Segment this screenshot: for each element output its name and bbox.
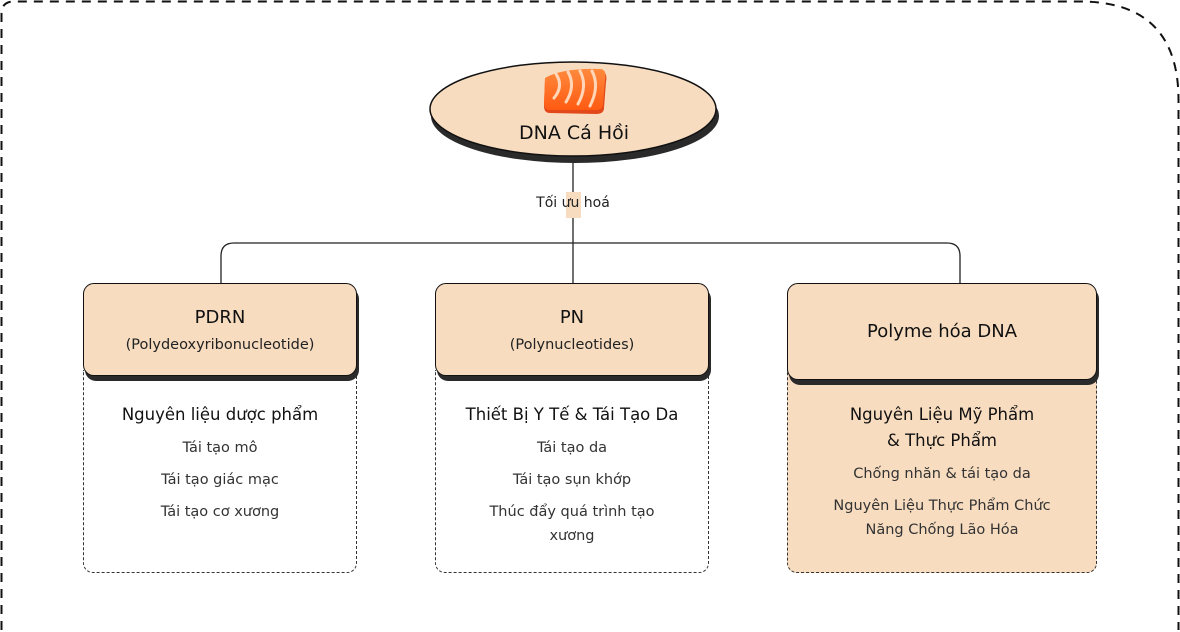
- branch-title: Polyme hóa DNA: [866, 321, 1018, 342]
- branch-item: Tái tạo da: [536, 440, 608, 456]
- branch-pn-body: Thiết Bị Y Tế & Tái Tạo Da Tái tạo da Tá…: [435, 370, 709, 573]
- branch-item: Chống nhăn & tái tạo da: [853, 466, 1031, 482]
- branch-subtitle: (Polynucleotides): [509, 336, 635, 353]
- branch-item: Tái tạo giác mạc: [161, 472, 279, 488]
- branch-subtitle: (Polydeoxyribonucleotide): [125, 336, 315, 353]
- connector-label-highlight: [566, 192, 581, 218]
- branch-item: Thúc đẩy quá trình tạo xương: [489, 504, 655, 544]
- connector-label: Tối ưu hoá: [536, 195, 610, 211]
- branch-item: Nguyên Liệu Thực Phẩm Chức Năng Chống Lã…: [833, 498, 1051, 538]
- branch-heading: Thiết Bị Y Tế & Tái Tạo Da: [465, 405, 679, 424]
- branch-title: PDRN: [194, 306, 246, 328]
- branch-title: PN: [559, 306, 585, 328]
- branch-polyme-body: Nguyên Liệu Mỹ Phẩm & Thực Phẩm Chống nh…: [787, 370, 1097, 573]
- branch-polyme-card[interactable]: Polyme hóa DNA: [787, 283, 1097, 380]
- connector-branch-line: [220, 242, 961, 284]
- branch-item: Tái tạo mô: [182, 440, 258, 456]
- root-title: DNA Cá Hồi: [518, 122, 630, 144]
- branch-pn-card[interactable]: PN (Polynucleotides): [435, 283, 709, 376]
- branch-heading: Nguyên Liệu Mỹ Phẩm & Thực Phẩm: [849, 405, 1035, 450]
- branch-item: Tái tạo cơ xương: [160, 504, 280, 520]
- salmon-fillet-icon: [544, 68, 607, 114]
- branch-item: Tái tạo sụn khớp: [512, 472, 632, 488]
- branch-pdrn-card[interactable]: PDRN (Polydeoxyribonucleotide): [83, 283, 357, 376]
- branch-heading: Nguyên liệu dược phẩm: [121, 405, 319, 424]
- branch-pdrn-body: Nguyên liệu dược phẩm Tái tạo mô Tái tạo…: [83, 370, 357, 573]
